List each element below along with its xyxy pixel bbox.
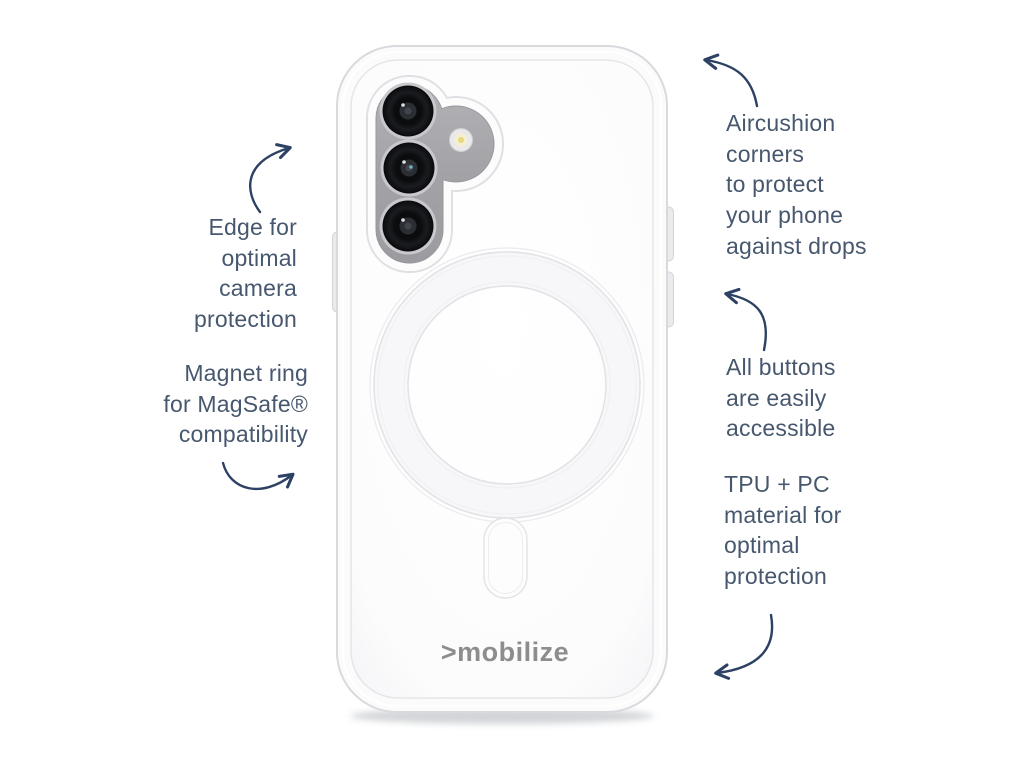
camera-lens-top: [379, 82, 437, 140]
annotation-magnet-ring: Magnet ring for MagSafe® compatibility: [163, 360, 308, 448]
curved-arrow-camera-edge-icon: [249, 143, 292, 214]
flash-led: [449, 128, 473, 152]
camera-lens-middle: [380, 139, 438, 197]
camera-lens-bottom: [379, 197, 437, 255]
curved-arrow-aircushion-icon: [703, 53, 759, 108]
curved-arrow-material-icon: [714, 613, 774, 680]
brand-logo-chevron-icon: >: [441, 637, 457, 667]
brand-logo-text: mobilize: [457, 637, 569, 667]
annotation-aircushion-corners: Aircushion corners to protect your phone…: [726, 110, 867, 259]
curved-arrow-magnet-ring-icon: [221, 461, 295, 491]
annotation-material: TPU + PC material for optimal protection: [724, 471, 842, 590]
annotation-buttons-accessible: All buttons are easily accessible: [726, 354, 836, 442]
curved-arrow-buttons-icon: [724, 287, 768, 352]
camera-module: [375, 82, 495, 264]
brand-logo: >mobilize: [441, 637, 569, 667]
annotation-camera-edge: Edge for optimal camera protection: [193, 214, 297, 333]
alignment-slot: [483, 517, 528, 599]
